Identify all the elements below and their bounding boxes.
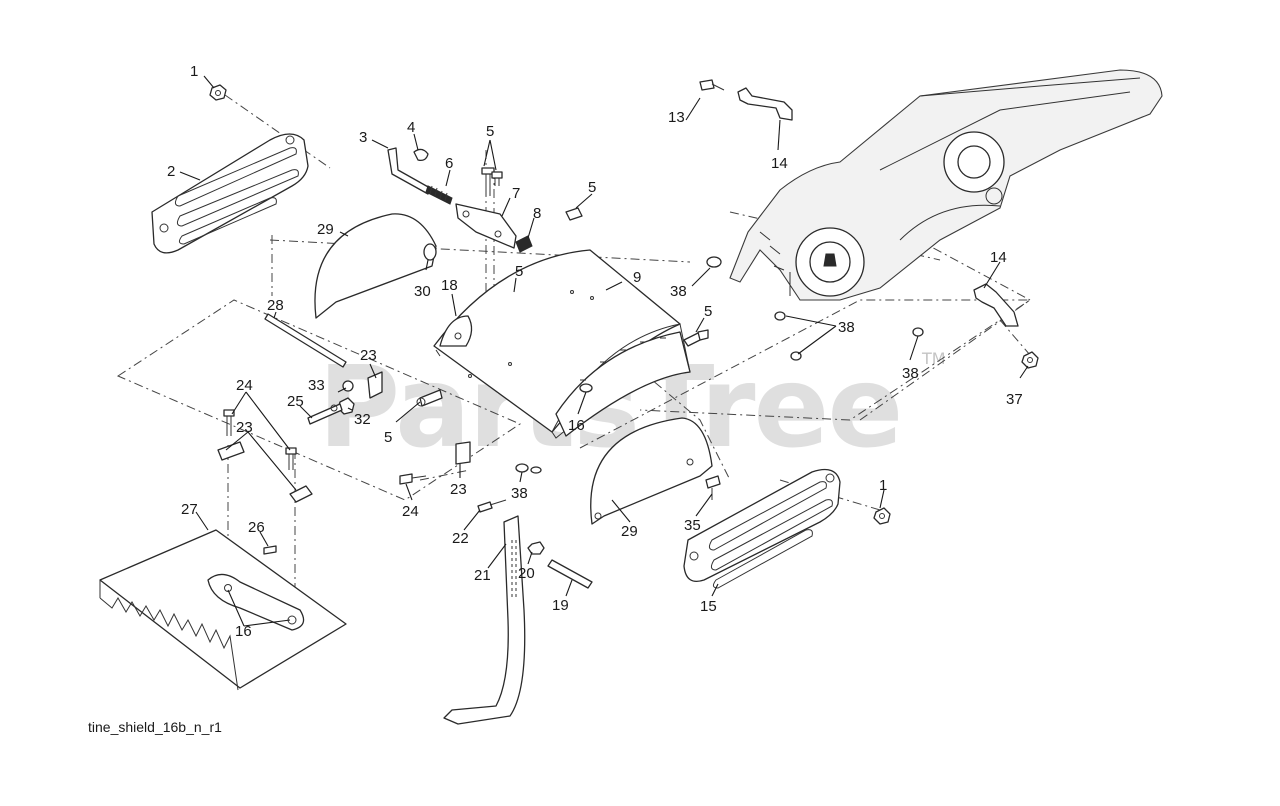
shield-extension	[555, 331, 691, 437]
callout-22: 22	[452, 530, 469, 547]
bracket-14-right	[973, 283, 1019, 327]
callout-30: 30	[414, 283, 431, 300]
small-spring	[515, 235, 533, 253]
callout-19: 19	[552, 597, 569, 614]
pin-19	[547, 559, 593, 589]
bracket-23b	[217, 441, 313, 503]
diagram-caption: tine_shield_16b_n_r1	[88, 719, 222, 735]
bracket-23a	[367, 371, 383, 399]
callout-37: 37	[1006, 391, 1023, 408]
bolt-lower	[416, 389, 443, 407]
bolt-25	[307, 403, 343, 425]
nut-37	[1021, 351, 1039, 369]
bolt-right	[683, 329, 709, 347]
hinge-clip	[413, 148, 429, 162]
callout-23-b: 23	[236, 419, 253, 436]
pin-26	[263, 545, 277, 555]
bracket-23c	[455, 441, 471, 465]
callout-38-c: 38	[902, 365, 919, 382]
callout-6: 6	[445, 155, 453, 172]
side-plate-upper	[314, 213, 437, 319]
side-plate-lower	[590, 417, 713, 525]
callout-25: 25	[287, 393, 304, 410]
depth-bar	[443, 515, 526, 725]
callout-8: 8	[533, 205, 541, 222]
transmission-housing	[729, 69, 1163, 301]
callout-5-mid: 5	[588, 179, 596, 196]
bolt-35	[705, 475, 721, 500]
callout-9: 9	[633, 269, 641, 286]
leader-lines	[179, 75, 1029, 627]
callout-38-a: 38	[670, 283, 687, 300]
callout-32: 32	[354, 411, 371, 428]
bolt-pair-top	[481, 167, 503, 196]
callout-2: 2	[167, 163, 175, 180]
callout-29-bottom: 29	[621, 523, 638, 540]
bolt-24b	[399, 473, 427, 485]
callout-5-center: 5	[515, 263, 523, 280]
bolt-22	[477, 499, 507, 513]
callout-27: 27	[181, 501, 198, 518]
callout-7: 7	[512, 185, 520, 202]
nut-right	[873, 507, 891, 525]
callout-5-top: 5	[486, 123, 494, 140]
bracket-14-top	[737, 87, 793, 121]
callout-5-right: 5	[704, 303, 712, 320]
hinge-bracket	[455, 203, 517, 249]
nut-left	[209, 84, 227, 101]
callout-18: 18	[441, 277, 458, 294]
callout-4: 4	[407, 119, 415, 136]
callout-1-left: 1	[190, 63, 198, 80]
callout-23-c: 23	[450, 481, 467, 498]
washer-33	[342, 380, 354, 392]
nut-20	[527, 541, 545, 555]
callout-33: 33	[308, 377, 325, 394]
bolt-24a	[223, 409, 297, 470]
bolt-mid-top	[565, 207, 583, 221]
disc-18	[439, 315, 473, 347]
watermark-trademark: TM	[921, 349, 946, 368]
callout-15: 15	[700, 598, 717, 615]
callout-28: 28	[267, 297, 284, 314]
callout-1-right: 1	[879, 477, 887, 494]
callout-20: 20	[518, 565, 535, 582]
callout-labels: 1 2 3 4 5 6 7 8 5 9 13 14 29 30 18 5 38 …	[167, 63, 1023, 640]
callout-13: 13	[668, 109, 685, 126]
callout-26: 26	[248, 519, 265, 536]
callout-24-a: 24	[236, 377, 253, 394]
callout-3: 3	[359, 129, 367, 146]
callout-29-top: 29	[317, 221, 334, 238]
callout-5-lower: 5	[384, 429, 392, 446]
callout-14-top: 14	[771, 155, 788, 172]
callout-24-b: 24	[402, 503, 419, 520]
spring	[425, 185, 453, 205]
callout-14-right: 14	[990, 249, 1007, 266]
callout-38-b: 38	[838, 319, 855, 336]
callout-23-a: 23	[360, 347, 377, 364]
bolt-13	[699, 79, 725, 91]
callout-21: 21	[474, 567, 491, 584]
callout-16-left: 16	[235, 623, 252, 640]
rod-28	[264, 313, 347, 368]
right-side-shield	[683, 468, 841, 589]
callout-38-d: 38	[511, 485, 528, 502]
tine-plate	[99, 529, 347, 691]
callout-35: 35	[684, 517, 701, 534]
left-side-shield	[151, 133, 309, 254]
callout-16-right: 16	[568, 417, 585, 434]
